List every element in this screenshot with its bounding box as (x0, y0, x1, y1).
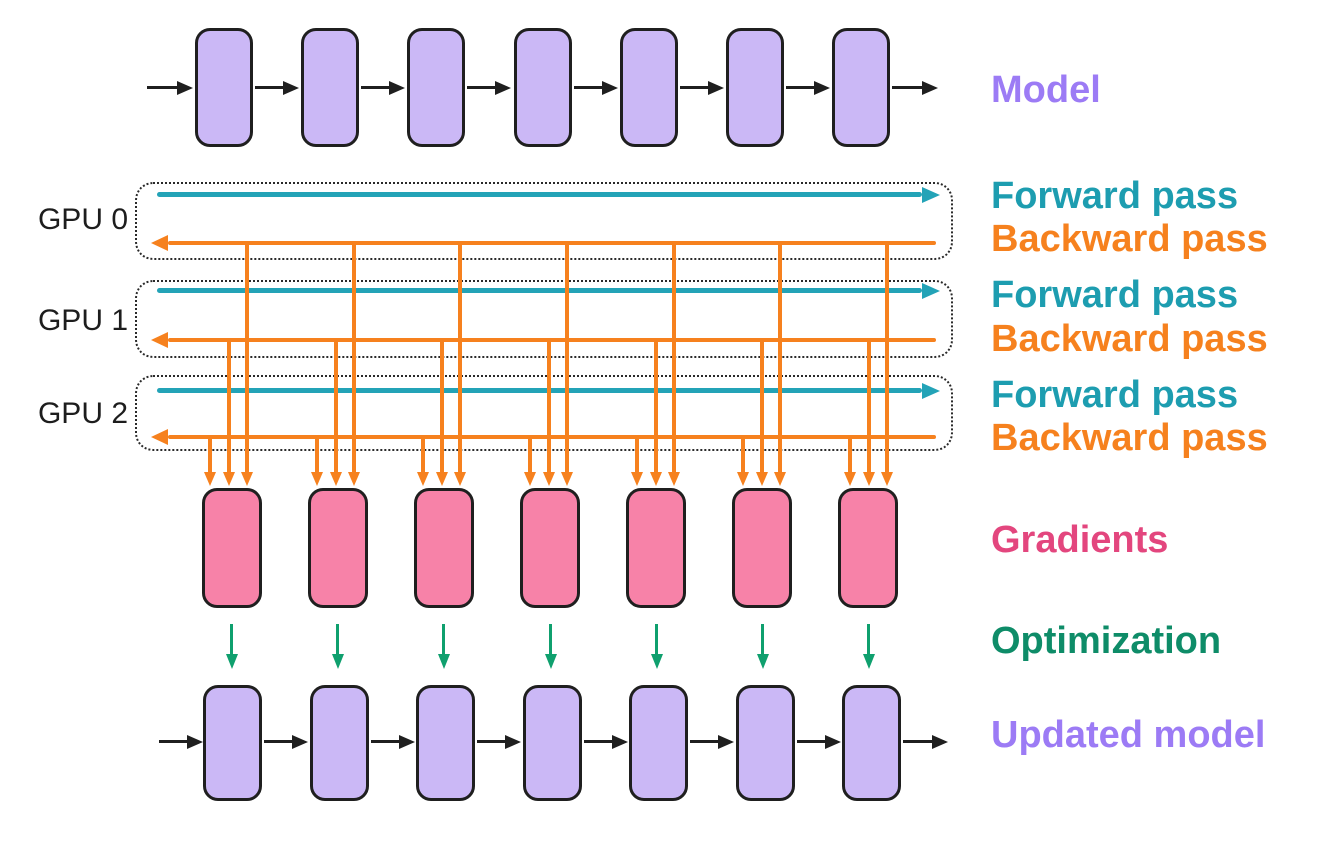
forward-pass-arrow (157, 388, 922, 393)
optimization-arrow (230, 624, 233, 654)
updated-model-block (523, 685, 582, 801)
gradient-block (414, 488, 474, 608)
gpu-box (135, 280, 953, 358)
model-flow-arrow (903, 740, 932, 743)
updated-model-block (842, 685, 901, 801)
gradient-drop-arrow-gpu0 (458, 243, 462, 472)
model-block (407, 28, 465, 147)
optimization-arrow (655, 624, 658, 654)
model-block (514, 28, 572, 147)
optimization-arrow (867, 624, 870, 654)
gpu-box (135, 375, 953, 451)
updated-model-block (416, 685, 475, 801)
gradient-drop-arrow-gpu0 (885, 243, 889, 472)
gradient-drop-arrow-gpu2 (635, 437, 639, 472)
gradient-drop-arrow-gpu0 (778, 243, 782, 472)
gradient-drop-arrow-gpu2 (528, 437, 532, 472)
updated-model-block (203, 685, 262, 801)
model-block (620, 28, 678, 147)
legend-backward-pass-label: Backward pass (991, 218, 1268, 260)
legend-updated-model-label: Updated model (991, 714, 1266, 756)
legend-gradients-label: Gradients (991, 519, 1169, 561)
model-flow-arrow (159, 740, 187, 743)
model-block (301, 28, 359, 147)
forward-pass-arrow (157, 288, 922, 293)
model-block (832, 28, 890, 147)
optimization-arrow (549, 624, 552, 654)
model-flow-arrow (786, 86, 814, 89)
gradient-drop-arrow-gpu0 (565, 243, 569, 472)
gpu-label: GPU 2 (37, 397, 128, 430)
gradient-drop-arrow-gpu2 (208, 437, 212, 472)
model-flow-arrow (892, 86, 922, 89)
optimization-arrow (761, 624, 764, 654)
legend-optimization-label: Optimization (991, 620, 1222, 662)
gradient-block (626, 488, 686, 608)
gradient-drop-arrow-gpu1 (547, 340, 551, 472)
gradient-drop-arrow-gpu1 (334, 340, 338, 472)
gradient-block (202, 488, 262, 608)
optimization-arrow (442, 624, 445, 654)
model-block (726, 28, 784, 147)
model-flow-arrow (264, 740, 292, 743)
gradient-drop-arrow-gpu0 (245, 243, 249, 472)
updated-model-block (310, 685, 369, 801)
legend-model-label: Model (991, 69, 1101, 111)
legend-forward-pass-label: Forward pass (991, 274, 1239, 316)
model-flow-arrow (574, 86, 602, 89)
gradient-drop-arrow-gpu2 (315, 437, 319, 472)
gradient-drop-arrow-gpu0 (672, 243, 676, 472)
model-block (195, 28, 253, 147)
gpu-label: GPU 1 (37, 304, 128, 337)
model-flow-arrow (255, 86, 283, 89)
gradient-block (520, 488, 580, 608)
backward-pass-arrow (168, 435, 936, 439)
legend-forward-pass-label: Forward pass (991, 374, 1239, 416)
gpu-label: GPU 0 (37, 203, 128, 236)
gpu-box (135, 182, 953, 260)
model-flow-arrow (361, 86, 389, 89)
gradient-drop-arrow-gpu1 (654, 340, 658, 472)
gradient-block (732, 488, 792, 608)
legend-backward-pass-label: Backward pass (991, 417, 1268, 459)
optimization-arrow (336, 624, 339, 654)
gradient-drop-arrow-gpu2 (741, 437, 745, 472)
gradient-drop-arrow-gpu1 (227, 340, 231, 472)
updated-model-block (629, 685, 688, 801)
forward-pass-arrow (157, 192, 922, 197)
model-flow-arrow (690, 740, 718, 743)
model-flow-arrow (147, 86, 177, 89)
gradient-block (838, 488, 898, 608)
model-flow-arrow (477, 740, 505, 743)
gradient-drop-arrow-gpu0 (352, 243, 356, 472)
gradient-drop-arrow-gpu1 (440, 340, 444, 472)
model-flow-arrow (467, 86, 495, 89)
model-flow-arrow (797, 740, 825, 743)
legend-backward-pass-label: Backward pass (991, 318, 1268, 360)
backward-pass-arrow (168, 338, 936, 342)
model-flow-arrow (584, 740, 612, 743)
gradient-block (308, 488, 368, 608)
gradient-drop-arrow-gpu2 (848, 437, 852, 472)
updated-model-block (736, 685, 795, 801)
gradient-drop-arrow-gpu1 (760, 340, 764, 472)
gradient-drop-arrow-gpu1 (867, 340, 871, 472)
model-flow-arrow (371, 740, 399, 743)
model-flow-arrow (680, 86, 708, 89)
backward-pass-arrow (168, 241, 936, 245)
legend-forward-pass-label: Forward pass (991, 175, 1239, 217)
gradient-drop-arrow-gpu2 (421, 437, 425, 472)
